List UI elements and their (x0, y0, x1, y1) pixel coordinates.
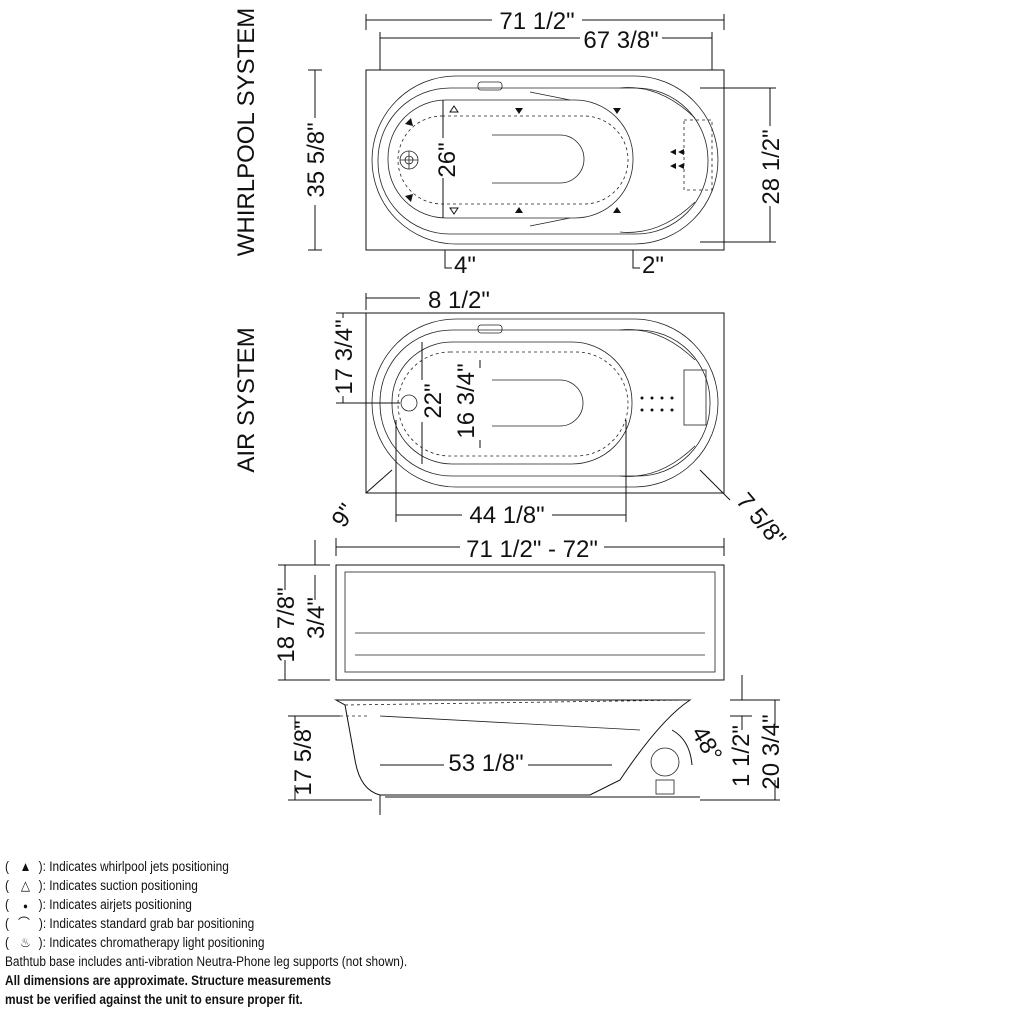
dim-basin-width-air: 22" (420, 383, 447, 418)
dim-bottom-width: 16 3/4" (453, 363, 480, 438)
dim-side-rim: 1 1/2" (728, 725, 755, 787)
dim-side-angle: 48° (686, 722, 728, 767)
note-warning-2: must be verified against the unit to ens… (5, 992, 303, 1007)
airjet-icons (640, 396, 674, 412)
dim-offset-right: 2" (642, 252, 664, 279)
legend-text: ): Indicates suction positioning (38, 878, 198, 893)
legend-item: ( ♨): Indicates chromatherapy light posi… (5, 935, 265, 950)
dim-bottom-length: 44 1/8" (469, 502, 544, 529)
dim-corner-right: 7 5/8" (731, 488, 791, 553)
legend-item: ( ▲): Indicates whirlpool jets positioni… (5, 859, 229, 874)
bathtub-drawing: 71 1/2" 67 3/8" 35 5/8" WHIRLPOOL SYSTEM… (233, 8, 791, 815)
legend-item: ( ●): Indicates airjets positioning (5, 895, 407, 914)
legend-text: ): Indicates standard grab bar positioni… (38, 916, 255, 931)
chromatherapy-light-icon: ♨ (20, 935, 31, 950)
air-view: 8 1/2" AIR SYSTEM 17 3/4" 22" 16 3/4" 44… (233, 287, 791, 553)
dim-front-length: 71 1/2" - 72" (466, 536, 598, 563)
front-view: 71 1/2" - 72" 18 7/8" 3/4" (273, 536, 725, 681)
dim-side-depth: 17 5/8" (290, 720, 317, 795)
legend-item: ( △): Indicates suction positioning (5, 878, 198, 893)
dim-corner-left: 9" (327, 499, 362, 532)
dim-side-total-height: 20 3/4" (758, 714, 785, 789)
whirlpool-jet-icons (405, 108, 684, 213)
dim-drain-side: 17 3/4" (331, 319, 358, 394)
airjet-icon: ● (23, 901, 28, 911)
side-view: 17 5/8" 53 1/8" 48° 1 1/2" 20 3/4" (288, 675, 785, 815)
legend-text: ): Indicates airjets positioning (38, 897, 192, 912)
suction-icon: △ (20, 878, 31, 893)
grab-bar-icon: ⌒ (17, 916, 30, 931)
dim-drain-offset: 8 1/2" (428, 287, 490, 314)
dim-offset-left: 4" (454, 252, 476, 279)
air-drain-icon (400, 394, 418, 412)
dim-basin-width: 26" (434, 142, 461, 177)
legend-text: ): Indicates whirlpool jets positioning (38, 859, 229, 874)
legend-item: (⌒): Indicates standard grab bar positio… (5, 916, 255, 931)
dim-side-bottom-length: 53 1/8" (448, 750, 523, 777)
legend-text: ): Indicates chromatherapy light positio… (38, 935, 265, 950)
suction-icon (449, 105, 459, 113)
whirlpool-jet-icon: ▲ (19, 859, 32, 874)
dim-inner-length: 67 3/8" (583, 27, 658, 54)
dim-inner-width: 28 1/2" (758, 129, 785, 204)
whirlpool-view: 71 1/2" 67 3/8" 35 5/8" WHIRLPOOL SYSTEM… (233, 8, 785, 279)
dim-front-height: 18 7/8" (273, 587, 300, 662)
legend: ( ▲): Indicates whirlpool jets positioni… (5, 857, 407, 1009)
dim-overall-width: 35 5/8" (303, 122, 330, 197)
air-system-title: AIR SYSTEM (233, 327, 260, 472)
whirlpool-system-title: WHIRLPOOL SYSTEM (233, 8, 260, 256)
dim-overall-length: 71 1/2" (499, 8, 574, 35)
note-base: Bathtub base includes anti-vibration Neu… (5, 954, 408, 969)
note-warning-1: All dimensions are approximate. Structur… (5, 973, 332, 988)
dim-front-lip: 3/4" (303, 597, 330, 639)
